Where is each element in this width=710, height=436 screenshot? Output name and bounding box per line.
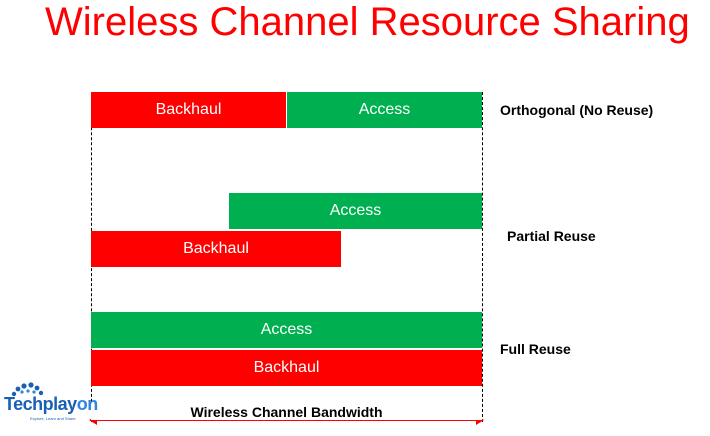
block-label: Backhaul [183,240,249,257]
full-access-block: Access [91,312,482,348]
page-title: Wireless Channel Resource Sharing [45,0,690,44]
partial-backhaul-block: Backhaul [91,231,341,267]
bandwidth-right-boundary [482,92,483,422]
full-reuse-label: Full Reuse [500,341,571,357]
block-label: Access [260,321,313,338]
orthogonal-label: Orthogonal (No Reuse) [500,102,654,118]
techplayon-logo-icon [11,382,44,397]
orthogonal-access-block: Access [287,92,482,128]
block-label: Access [329,202,382,219]
block-label: Backhaul [155,101,222,118]
logo-name-main: Techplay [4,394,77,414]
orthogonal-backhaul-block: Backhaul [91,92,286,128]
block-label: Access [358,101,411,118]
logo-tagline: Explore, Learn and Share [30,416,76,421]
bandwidth-label: Wireless Channel Bandwidth [91,404,482,420]
bandwidth-arrow [89,415,484,425]
partial-reuse-label: Partial Reuse [507,228,596,244]
logo-name-accent: on [76,394,99,414]
partial-access-block: Access [229,193,482,229]
full-backhaul-block: Backhaul [91,350,482,386]
block-label: Backhaul [253,359,320,376]
logo-wordmark: Techplayon [4,394,98,415]
